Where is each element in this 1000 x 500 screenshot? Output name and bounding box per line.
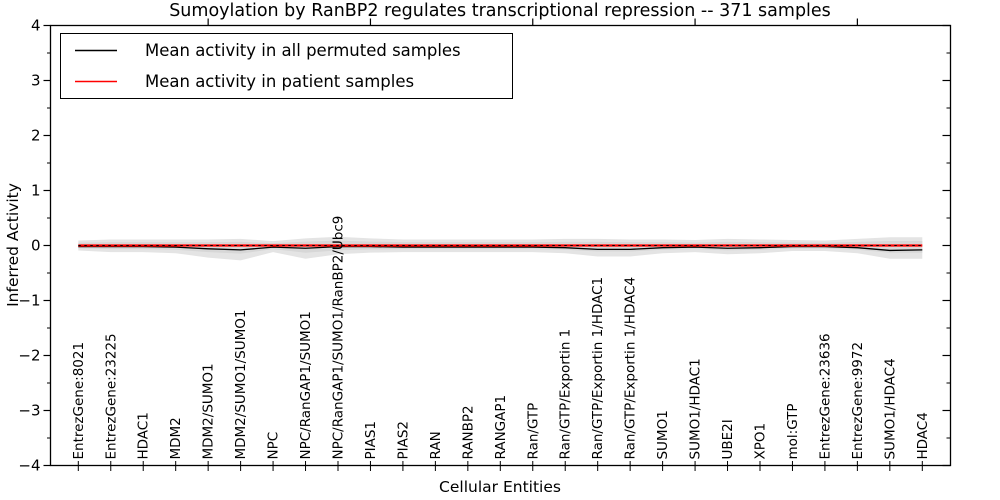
x-axis-label: Cellular Entities	[439, 478, 561, 496]
legend-label-patient: Mean activity in patient samples	[145, 72, 415, 91]
x-tick-label: SUMO1/HDAC4	[882, 358, 898, 459]
y-tick-label: −2	[18, 347, 40, 365]
legend-line-patient-icon	[75, 80, 117, 83]
x-tick-label: RANBP2	[460, 405, 476, 459]
x-tick-label: XPO1	[752, 423, 768, 460]
x-tick-label: MDM2/SUMO1	[201, 363, 217, 459]
x-tick-label: MDM2/SUMO1/SUMO1	[233, 309, 249, 459]
y-tick-label: 3	[31, 72, 41, 90]
x-tick-label: HDAC1	[136, 412, 152, 459]
x-tick-label: SUMO1/HDAC1	[688, 358, 704, 459]
x-tick-label: Ran/GTP/Exportin 1/HDAC1	[590, 277, 606, 460]
legend-box: Mean activity in all permuted samples Me…	[60, 33, 513, 99]
x-tick-label: PIAS1	[363, 421, 379, 460]
legend-line-permuted-icon	[75, 49, 117, 52]
y-axis-ticks: 4 3 2 1 0 −1 −2 −3 −4	[18, 17, 951, 475]
y-tick-label: 1	[31, 182, 41, 200]
y-tick-label: 0	[31, 237, 41, 255]
x-tick-label: mol:GTP	[785, 403, 801, 459]
permuted-mean-line	[78, 245, 923, 252]
x-tick-label: EntrezGene:23225	[103, 333, 119, 459]
x-tick-label: Ran/GTP/Exportin 1/HDAC4	[623, 277, 639, 460]
x-tick-label: HDAC4	[915, 412, 931, 459]
legend-item-permuted: Mean activity in all permuted samples	[61, 35, 512, 66]
x-tick-label: NPC/RanGAP1/SUMO1	[298, 311, 314, 459]
x-tick-label: EntrezGene:9972	[850, 342, 866, 460]
x-tick-label: Ran/GTP	[525, 403, 541, 460]
x-tick-label: EntrezGene:8021	[71, 342, 87, 460]
y-tick-label: 4	[31, 17, 41, 35]
x-tick-label: SUMO1	[655, 410, 671, 459]
y-tick-label: 2	[31, 127, 41, 145]
x-tick-label: EntrezGene:23636	[817, 333, 833, 459]
x-tick-label: Ran/GTP/Exportin 1	[558, 329, 574, 460]
x-axis-ticks	[77, 18, 923, 471]
y-tick-label: −3	[18, 402, 40, 420]
legend-item-patient: Mean activity in patient samples	[61, 66, 512, 97]
x-tick-label: NPC/RanGAP1/SUMO1/RanBP2/Ubc9	[330, 216, 346, 460]
x-tick-label: PIAS2	[395, 421, 411, 460]
y-tick-label: −4	[18, 457, 40, 475]
x-tick-label: MDM2	[168, 417, 184, 459]
y-tick-label: −1	[18, 292, 40, 310]
x-tick-label: NPC	[266, 432, 282, 460]
x-tick-label: RANGAP1	[493, 395, 509, 460]
x-tick-label: UBE2I	[720, 419, 736, 459]
legend-label-permuted: Mean activity in all permuted samples	[145, 41, 461, 60]
x-tick-label: RAN	[428, 431, 444, 459]
chart-title: Sumoylation by RanBP2 regulates transcri…	[169, 1, 831, 21]
